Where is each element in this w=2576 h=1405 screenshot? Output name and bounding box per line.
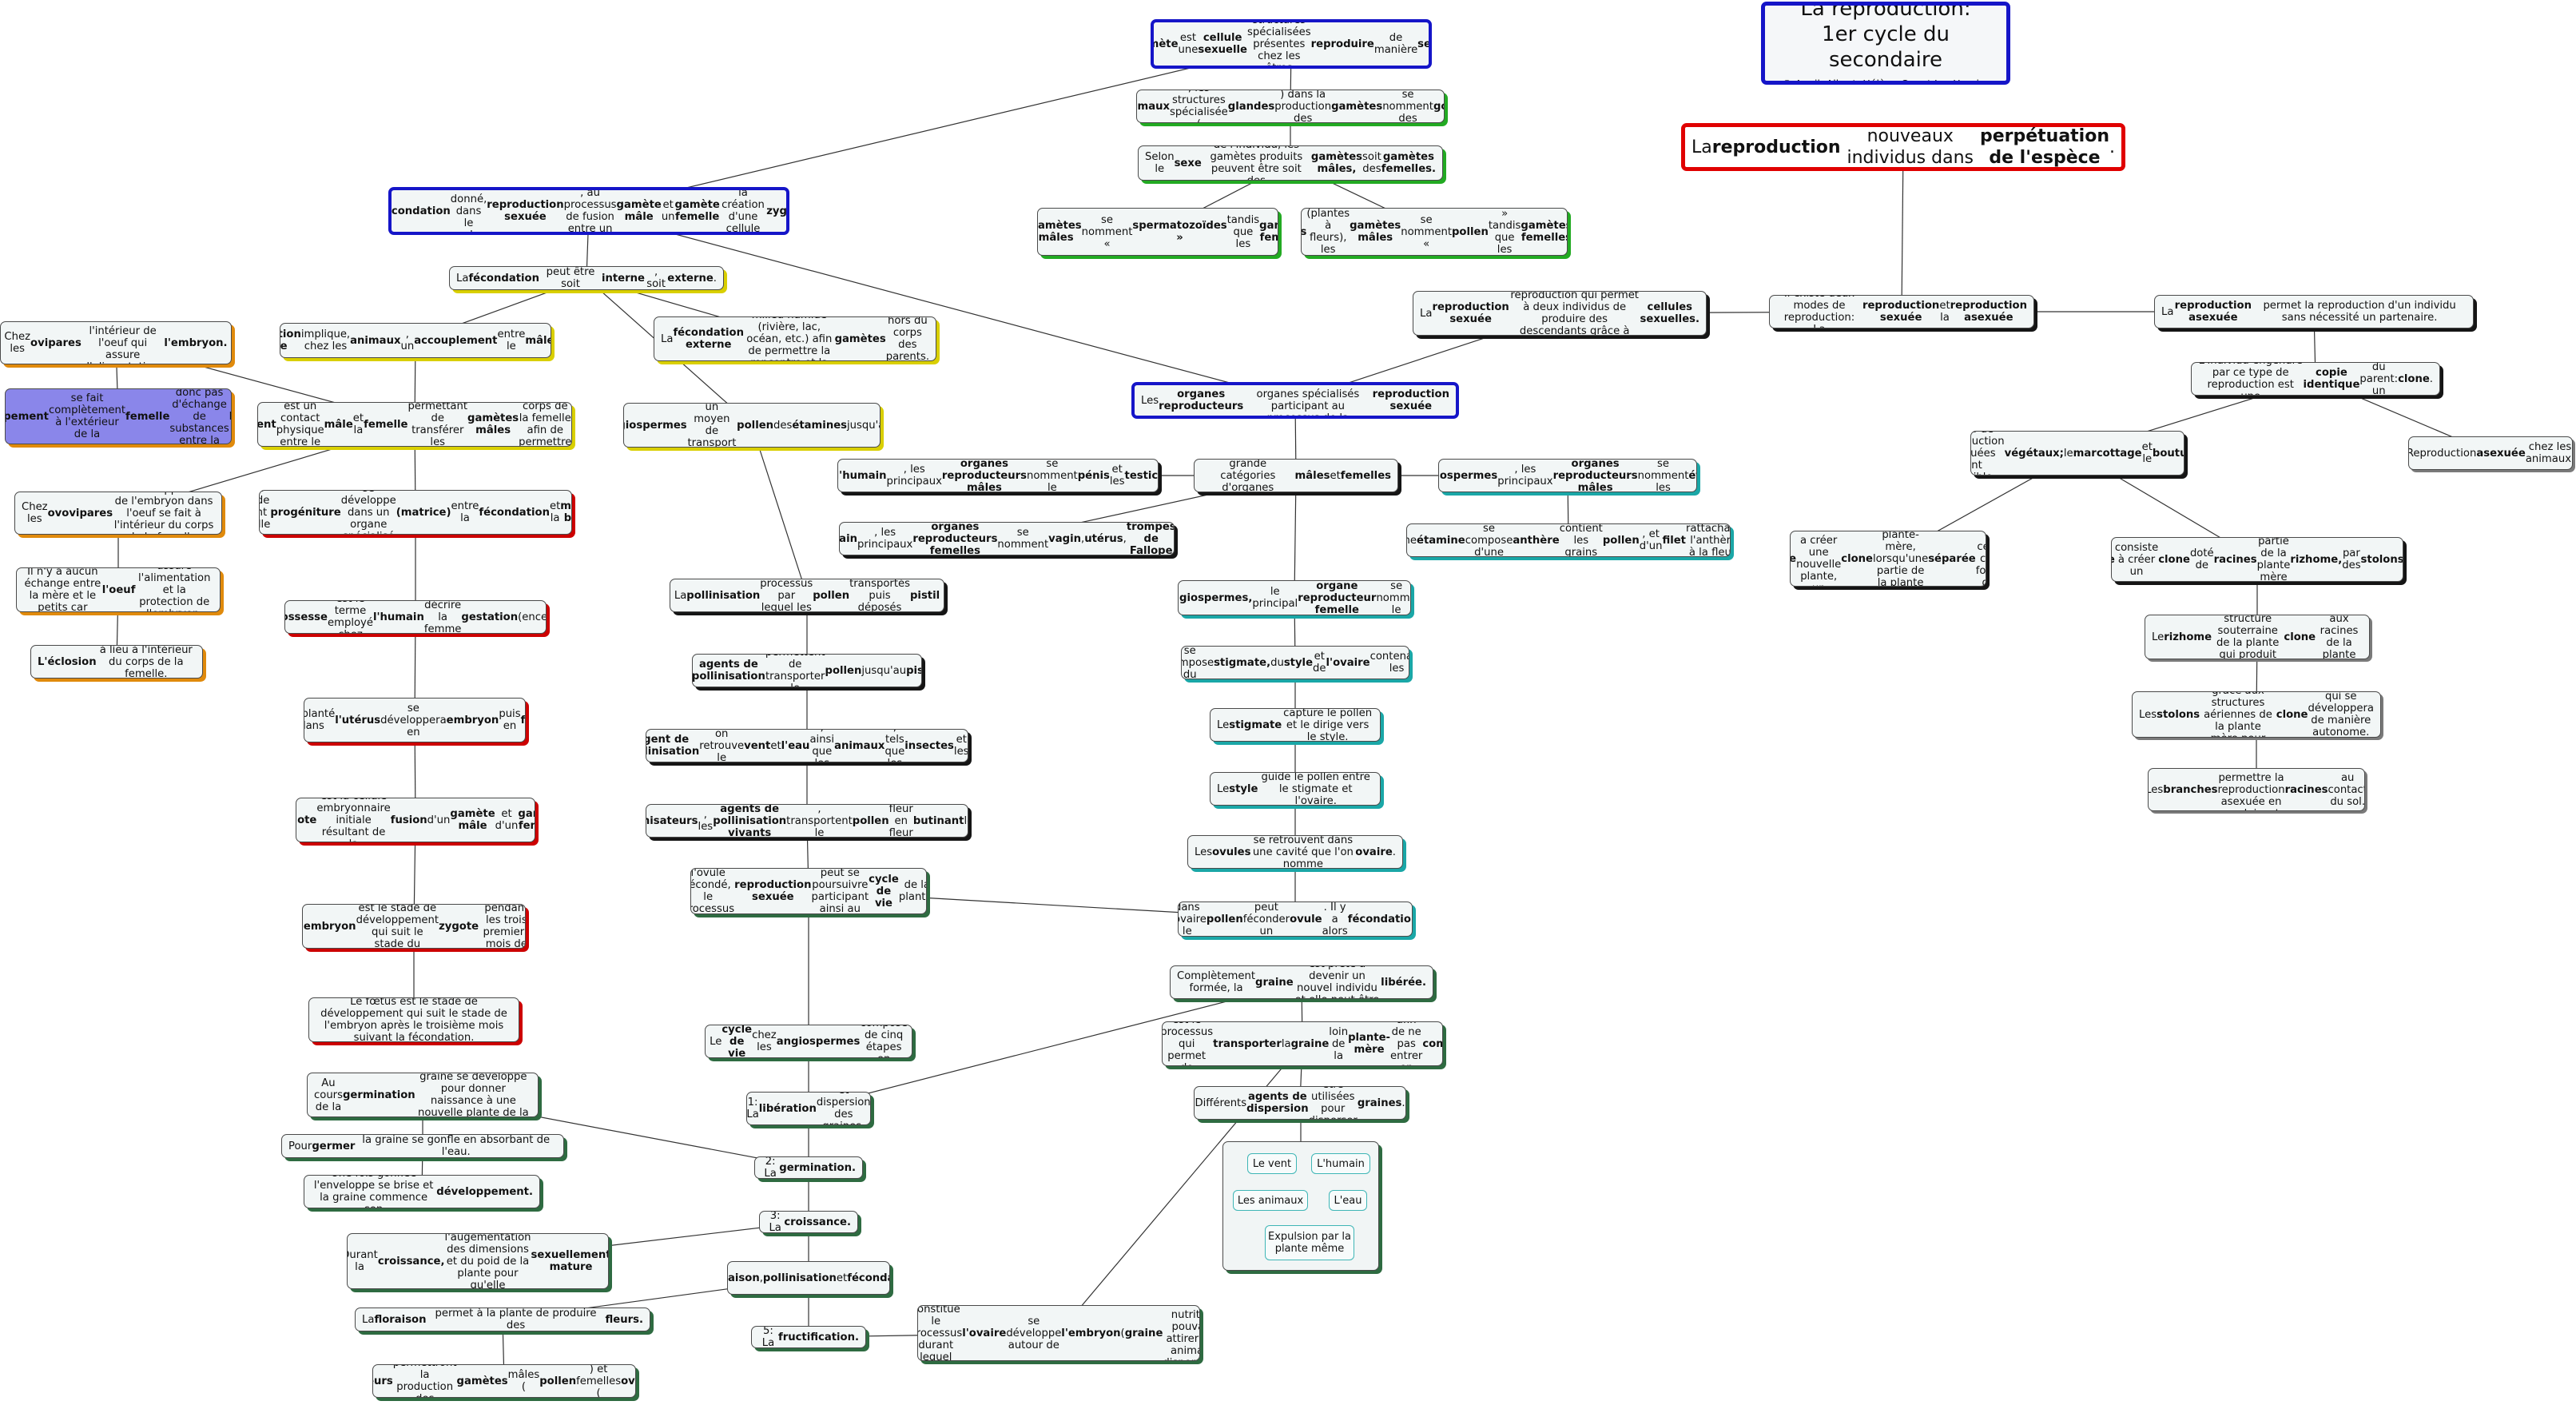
node-agents-poll[interactable]: Les agents de pollinisation permettent d… — [692, 654, 922, 687]
node-pollinisateurs[interactable]: Les pollinisateurs, les agents de pollin… — [646, 804, 968, 838]
node-agents-disp[interactable]: Différents agents de dispersion peuvent … — [1194, 1086, 1406, 1120]
node-deux-cat[interactable]: Il y a deux grande catégories d'organes … — [1194, 459, 1398, 492]
node-style[interactable]: Le style guide le pollen entre le stigma… — [1210, 772, 1381, 806]
node-organes[interactable]: Les organes reproducteurs sont l'ensembl… — [1131, 382, 1459, 419]
node-croissance[interactable]: 3: La croissance. — [759, 1211, 858, 1233]
node-mammiferes[interactable]: Chez les mammifères, les gamètes mâles s… — [1037, 208, 1278, 256]
dispersion-agent-3[interactable]: Les animaux — [1233, 1190, 1308, 1211]
node-ovovivipares[interactable]: Chez les ovovipares le développement de … — [14, 492, 222, 535]
node-angio-gam[interactable]: Chez les angiospermes (plantes à fleurs)… — [1301, 208, 1568, 256]
node-asexuee[interactable]: La reproduction asexuée permet la reprod… — [2154, 295, 2474, 328]
link-fecondation-organes — [588, 210, 1296, 401]
link-gamete-fecondation — [588, 43, 1292, 212]
node-rizhome[interactable]: Le rizhome est une structure souterraine… — [2145, 615, 2370, 659]
node-eclosion[interactable]: L'éclosion à lieu à l'intérieur du corps… — [30, 645, 203, 679]
dispersion-agent-4[interactable]: L'eau — [1329, 1190, 1367, 1211]
node-angio-males[interactable]: Chez les angiospermes, les principaux or… — [1438, 459, 1697, 492]
node-embryon[interactable]: L'embryon est le stade de développement … — [302, 904, 526, 949]
node-fecondation[interactable]: La fécondation est le nom donné, dans le… — [388, 187, 789, 235]
node-grossesse[interactable]: La grossesse est le terme employé chez l… — [284, 600, 547, 634]
node-dispersion[interactable]: La dispersion des graines est le process… — [1162, 1021, 1443, 1066]
link-liberation-graine_formee — [808, 981, 1302, 1109]
node-angio-fem[interactable]: Chez les angiospermes, le principal orga… — [1178, 580, 1411, 615]
node-ovipares[interactable]: Chez les ovipares le développement se fa… — [0, 321, 232, 364]
node-fec-int[interactable]: La fécondation interne implique, chez le… — [280, 323, 551, 358]
node-fructification[interactable]: 5: La fructification. — [751, 1326, 866, 1348]
node-sexuee[interactable]: La reproduction sexuée est un mode de re… — [1413, 291, 1707, 336]
node-marcottage[interactable]: Le marcotage consiste à créer un clone d… — [2111, 537, 2403, 582]
node-pollinisation[interactable]: La pollinisation est le processus par le… — [670, 579, 944, 612]
authors-credit: © Annik Albert, Hélène Cyr et Jan Hamier — [1782, 78, 1990, 85]
node-germ-def[interactable]: Au cours de la germination l'embryon d'u… — [307, 1073, 539, 1117]
node-floraison[interactable]: 4: La floraison, pollinisation et fécond… — [727, 1261, 890, 1295]
node-gonades[interactable]: Chez les animaux, les structures spécial… — [1136, 90, 1445, 123]
node-dev-ext[interactable]: Le développement se fait complètement à … — [5, 388, 232, 444]
link-def-modes — [1901, 146, 1904, 312]
node-germination[interactable]: 2: La germination. — [754, 1156, 863, 1179]
node-gestation[interactable]: La gestation est la période durant laque… — [259, 490, 572, 535]
node-zygote[interactable]: Le zygote est la cellule embryonnaire in… — [296, 798, 535, 842]
link-fec_int_angio-pollinisation — [751, 424, 808, 596]
node-echange[interactable]: Il n'y a aucun échange entre la mère et … — [16, 567, 221, 612]
node-ovaire-grain[interactable]: Une fois dans l'ovaire le grain de polle… — [1178, 902, 1413, 937]
node-sexe[interactable]: Selon le sexe de l'individu, les gamètes… — [1138, 145, 1443, 181]
node-flor-def[interactable]: La floraison permet à la plante de produ… — [355, 1307, 650, 1331]
node-fec-types[interactable]: La fécondation peut être soit interne, s… — [449, 266, 724, 290]
node-ovules-cav[interactable]: Les ovules se retrouvent dans une cavité… — [1187, 835, 1403, 869]
node-etamine[interactable]: Une étamine se compose d'une anthère qui… — [1406, 523, 1731, 557]
node-stolons[interactable]: Les stolons sont produits grâce aux stru… — [2132, 691, 2381, 738]
title-line-2: 1er cycle du secondaire — [1822, 22, 1950, 72]
node-cycle[interactable]: Le cycle de vie chez les angiospermes se… — [705, 1025, 912, 1058]
node-def[interactable]: La reproduction consiste à produire de n… — [1681, 123, 2125, 171]
node-parmi-agents[interactable]: Parmi les agent de pollinisation on retr… — [646, 729, 968, 762]
node-modes[interactable]: Il existe deux modes de reproduction: La… — [1769, 295, 2034, 328]
dispersion-agent-1[interactable]: Le vent — [1247, 1153, 1297, 1174]
node-foetus[interactable]: Le fœtus est le stade de développement q… — [308, 997, 519, 1042]
node-germer[interactable]: Pour germer la graine se gonfle en absor… — [281, 1134, 564, 1158]
node-gamete[interactable]: Un gamète est une cellule sexuelle produ… — [1151, 19, 1432, 69]
node-types[interactable]: Plusieurs types de reproduction asexuées… — [1970, 431, 2184, 476]
node-fec-int-angio[interactable]: La fécondation interne chez les angiospe… — [623, 403, 881, 448]
node-fleurs[interactable]: Les fleurs permettront la production des… — [372, 1364, 636, 1398]
dispersion-agent-5[interactable]: Expulsion par la plante même — [1265, 1225, 1354, 1260]
node-hum-males[interactable]: Chez l'humain, les principaux organes re… — [837, 459, 1159, 492]
node-croiss-def[interactable]: Durant la croissance, la multiplication … — [347, 1233, 609, 1289]
node-pistil[interactable]: Le pistil se compose du stigmate, du sty… — [1181, 646, 1409, 679]
dispersion-agent-2[interactable]: L'humain — [1311, 1153, 1370, 1174]
node-fruct-def[interactable]: La fructification constitue le processus… — [917, 1305, 1200, 1361]
node-hum-fem[interactable]: Chez l'humain, les principaux organes re… — [839, 522, 1175, 555]
node-zygote-impl[interactable]: Durant la grossesse, le zygote implanté … — [304, 698, 526, 742]
map-title: La reproduction: 1er cycle du secondaire… — [1761, 2, 2010, 85]
node-bouturage[interactable]: Le bouturage consiste a créer une nouvel… — [1790, 531, 1986, 587]
node-animaux-asex[interactable]: Reproduction asexuée chez les animaux. — [2408, 436, 2573, 470]
node-branches[interactable]: Les branches peuvent aussi permettre la … — [2148, 768, 2365, 811]
node-ovule-fec[interactable]: Une fois l'ovule fécondé, le processus d… — [690, 868, 927, 914]
node-liberation[interactable]: 1: La libération et dispersion des grain… — [746, 1092, 871, 1125]
node-copie[interactable]: L'individu engendré par ce type de repro… — [2191, 362, 2440, 396]
node-fec-ext[interactable]: La fécondation externe requiert un milie… — [654, 316, 936, 361]
node-accouplement[interactable]: L'accouplement est un contact physique e… — [257, 402, 572, 447]
node-graine-formee[interactable]: Complètement formée, la graine est prête… — [1170, 965, 1433, 999]
node-gonflee[interactable]: Une fois gonflée l'enveloppe se brise et… — [304, 1175, 540, 1208]
node-stigmate[interactable]: Le stigmate capture le pollen et le diri… — [1210, 708, 1381, 742]
title-line-1: La reproduction: — [1800, 2, 1971, 21]
link-deux_cat-angio_fem — [1294, 475, 1297, 599]
